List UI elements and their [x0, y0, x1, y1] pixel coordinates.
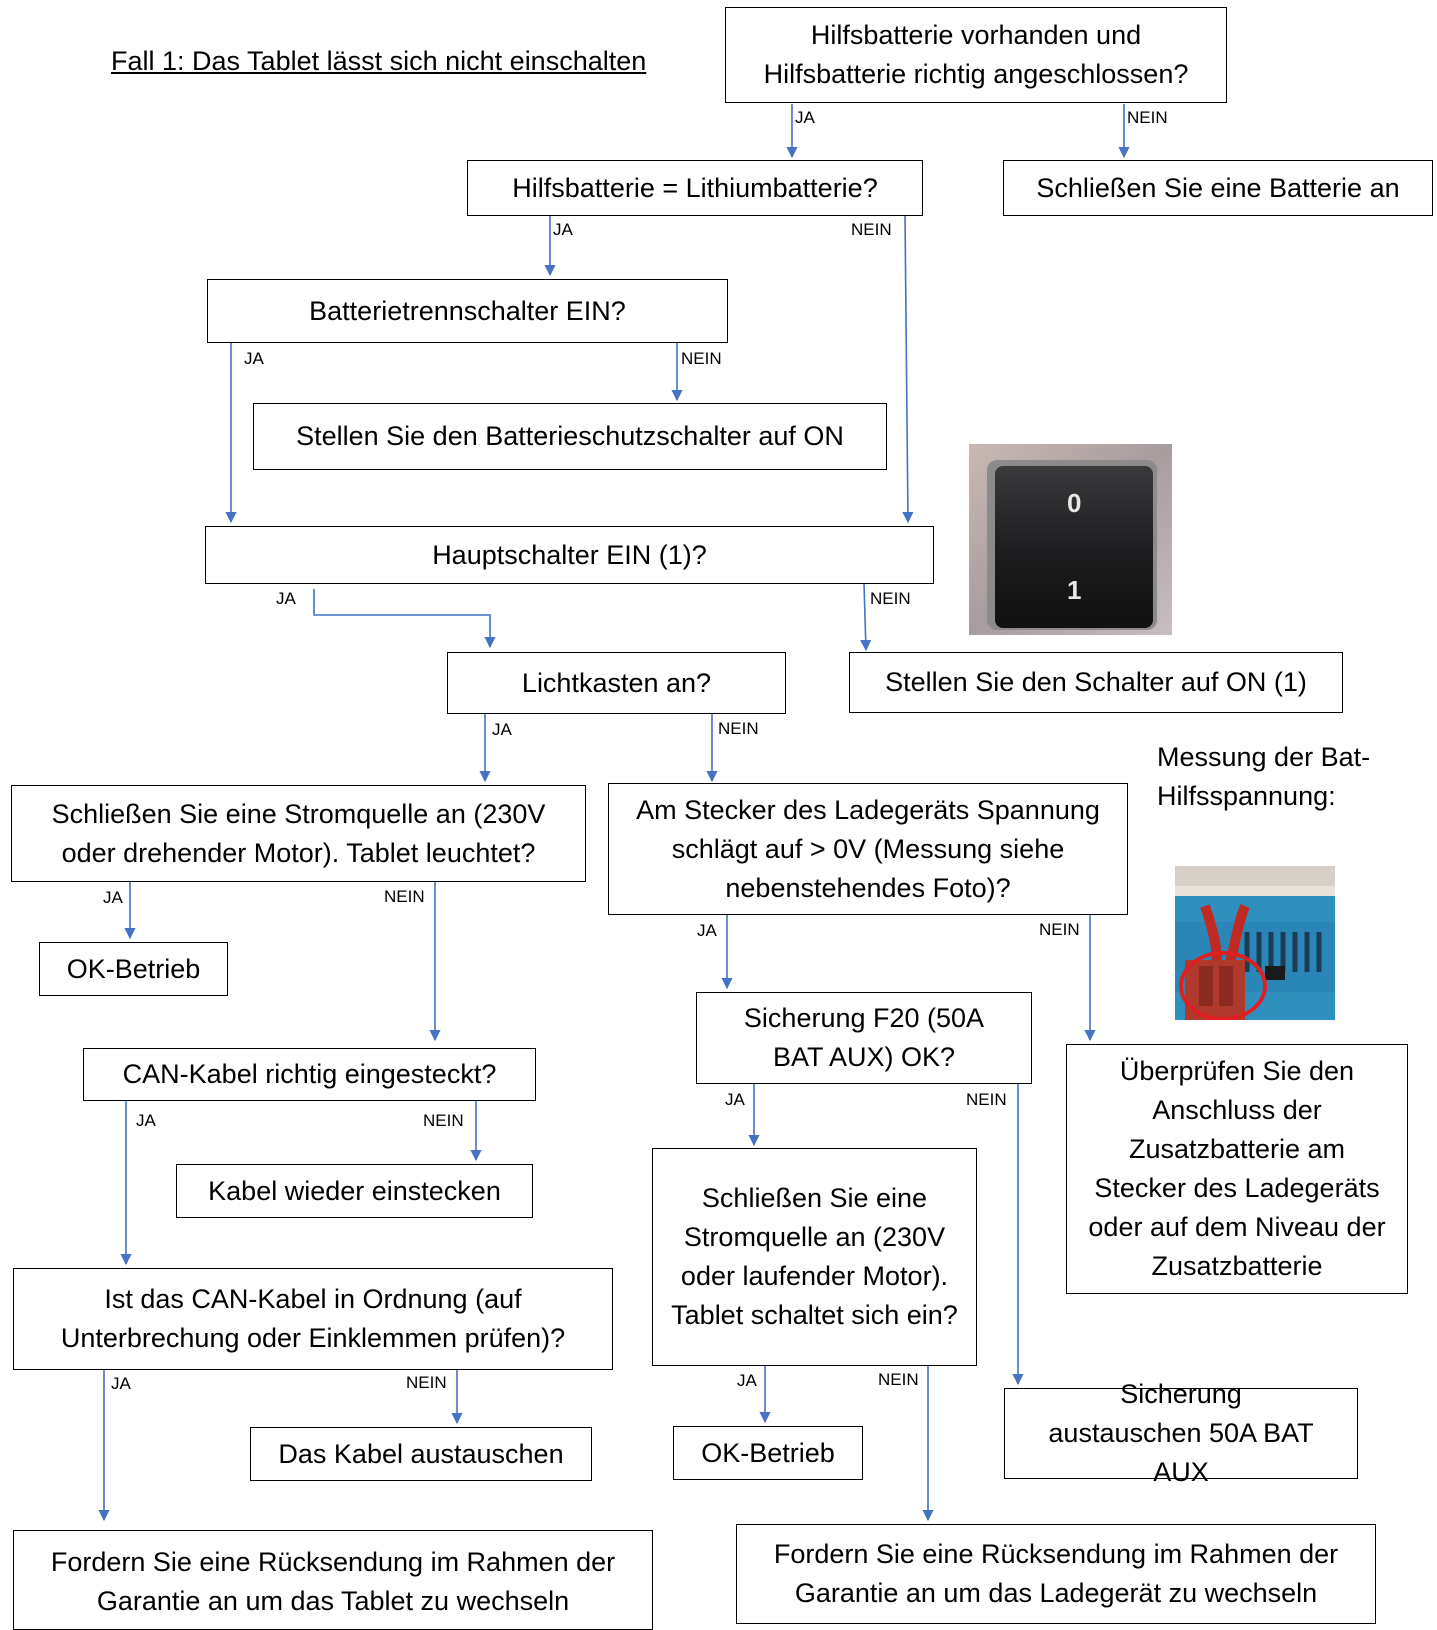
switch-label-on: 1 [1067, 575, 1081, 605]
node-stromquelle-laufend: Schließen Sie eine Stromquelle an (230V … [652, 1148, 977, 1366]
node-lithiumbatterie: Hilfsbatterie = Lithiumbatterie? [467, 160, 923, 216]
edge-label-ja: JA [103, 888, 123, 907]
node-stromquelle-tablet: Schließen Sie eine Stromquelle an (230V … [11, 785, 586, 882]
switch-label-off: 0 [1067, 488, 1081, 518]
edge-label-nein: NEIN [423, 1111, 464, 1130]
node-batterieschutzschalter-on: Stellen Sie den Batterieschutzschalter a… [253, 403, 887, 470]
node-spannung-stecker: Am Stecker des Ladegeräts Spannung schlä… [608, 783, 1128, 915]
edge-label-nein: NEIN [384, 887, 425, 906]
node-ok-betrieb-1: OK-Betrieb [39, 942, 228, 996]
edge-label-nein: NEIN [1127, 108, 1168, 127]
edge-label-nein: NEIN [878, 1370, 919, 1389]
edge-label-nein: NEIN [851, 220, 892, 239]
edge-label-nein: NEIN [1039, 920, 1080, 939]
node-sicherung-austauschen: Sicherung austauschen 50A BAT AUX [1004, 1379, 1358, 1487]
edge-label-nein: NEIN [681, 349, 722, 368]
charger-photo [1175, 866, 1335, 1020]
edge-label-ja: JA [276, 589, 296, 608]
node-ruecksendung-tablet: Fordern Sie eine Rücksendung im Rahmen d… [13, 1530, 653, 1630]
edge-label-nein: NEIN [966, 1090, 1007, 1109]
measurement-marker-circle [1179, 951, 1267, 1020]
edge-label-ja: JA [492, 720, 512, 739]
edge-label-nein: NEIN [870, 589, 911, 608]
node-hauptschalter: Hauptschalter EIN (1)? [205, 526, 934, 584]
node-ruecksendung-ladegeraet: Fordern Sie eine Rücksendung im Rahmen d… [736, 1524, 1376, 1624]
arrow-2-nein [902, 215, 914, 524]
edge-label-nein: NEIN [406, 1373, 447, 1392]
node-schalter-on: Stellen Sie den Schalter auf ON (1) [849, 652, 1343, 713]
node-can-kabel-ordnung: Ist das CAN-Kabel in Ordnung (auf Unterb… [13, 1268, 613, 1370]
edge-label-ja: JA [697, 921, 717, 940]
switch-photo: 0 1 [969, 444, 1172, 635]
edge-label-nein: NEIN [718, 719, 759, 738]
edge-label-ja: JA [737, 1371, 757, 1390]
node-hilfsbatterie-vorhanden: Hilfsbatterie vorhanden und Hilfsbatteri… [725, 7, 1227, 103]
measurement-note: Messung der Bat-Hilfsspannung: [1157, 742, 1371, 811]
node-sicherung-f20: Sicherung F20 (50A BAT AUX) OK? [696, 992, 1032, 1084]
node-zusatzbatterie-pruefen: Überprüfen Sie den Anschluss der Zusatzb… [1066, 1044, 1408, 1294]
edge-label-ja: JA [553, 220, 573, 239]
arrow-4-nein [860, 583, 872, 652]
node-batterie-anschliessen: Schließen Sie eine Batterie an [1003, 160, 1433, 216]
edge-label-ja: JA [795, 108, 815, 127]
arrow-4-ja [313, 589, 496, 649]
node-ok-betrieb-2: OK-Betrieb [673, 1426, 863, 1480]
node-kabel-einstecken: Kabel wieder einstecken [176, 1164, 533, 1218]
edge-label-ja: JA [725, 1090, 745, 1109]
node-can-kabel-eingesteckt: CAN-Kabel richtig eingesteckt? [83, 1048, 536, 1101]
node-batterietrennschalter: Batterietrennschalter EIN? [207, 279, 728, 343]
edge-label-ja: JA [136, 1111, 156, 1130]
page-title: Fall 1: Das Tablet lässt sich nicht eins… [111, 46, 647, 76]
edge-label-ja: JA [111, 1374, 131, 1393]
edge-label-ja: JA [244, 349, 264, 368]
node-kabel-austauschen: Das Kabel austauschen [250, 1427, 592, 1481]
node-lichtkasten: Lichtkasten an? [447, 652, 786, 714]
